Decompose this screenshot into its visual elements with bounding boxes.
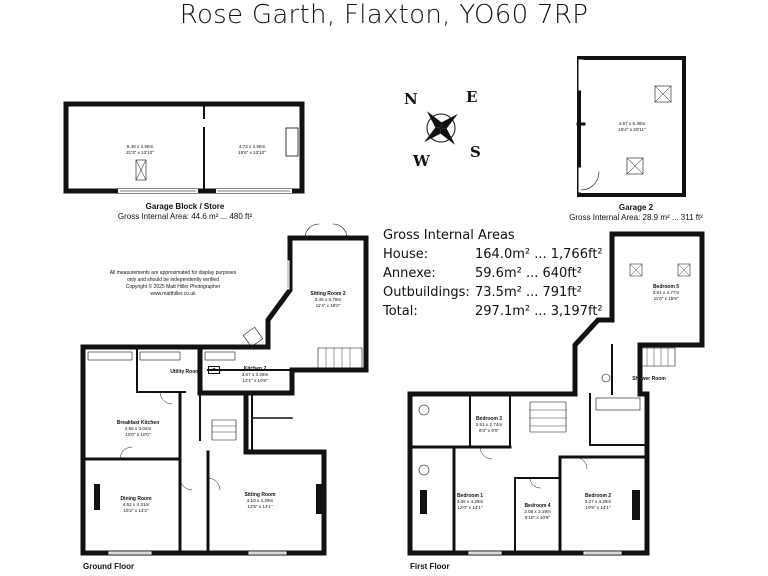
room-dims-metric: 4.10 x 4.29m bbox=[246, 498, 274, 503]
room-dims-imperial: 15'4" x 20'11" bbox=[618, 127, 646, 132]
room-bedroom-4: Bedroom 4 2.08 x 3.19m 6'10" x 10'6" bbox=[515, 503, 560, 521]
area-value: 59.6m² ... 640ft² bbox=[475, 266, 582, 281]
room-dims-imperial: 11'4" x 19'0" bbox=[315, 303, 341, 308]
room-name: Dining Room bbox=[120, 496, 152, 502]
room-name: Bedroom 1 bbox=[456, 493, 484, 499]
gross-areas-table: Gross Internal Areas House: 164.0m² ... … bbox=[383, 226, 618, 321]
room-dims-imperial: 21'3" x 12'10" bbox=[126, 150, 154, 155]
caption-name: Garage 2 bbox=[618, 203, 654, 212]
room-dims-metric: 3.27 x 4.29m bbox=[584, 499, 612, 504]
room-dims-imperial: 15'6" x 12'10" bbox=[238, 150, 266, 155]
area-label: Annexe: bbox=[383, 266, 436, 281]
room-breakfast-kitchen: Breakfast Kitchen 4.58 x 3.02m 15'0" x 1… bbox=[108, 420, 168, 438]
room-dims-metric: 2.08 x 3.19m bbox=[524, 509, 551, 514]
room-utility-room: Utility Room bbox=[165, 369, 205, 375]
garage-block-caption: Garage Block / Store Gross Internal Area… bbox=[90, 202, 280, 222]
room-name: Bedroom 4 bbox=[524, 503, 551, 509]
room-name: Breakfast Kitchen bbox=[116, 420, 160, 426]
room-bedroom-2: Bedroom 2 3.27 x 4.29m 10'9" x 14'1" bbox=[568, 493, 628, 511]
compass-s-label: S bbox=[470, 143, 481, 161]
room-dims-metric: 6.48 x 3.90m bbox=[126, 144, 154, 149]
area-value: 73.5m² ... 791ft² bbox=[475, 285, 582, 300]
room-name: Utility Room bbox=[170, 369, 200, 375]
garage-block-right-room: 4.73 x 3.90m 15'6" x 12'10" bbox=[222, 144, 282, 156]
room-dims-metric: 2.51 x 2.74m bbox=[475, 422, 503, 427]
garage-block-plan bbox=[63, 101, 305, 194]
first-floor-plan bbox=[407, 231, 705, 556]
area-value: 297.1m² ... 3,197ft² bbox=[475, 304, 603, 319]
room-bedroom-5: Bedroom 5 3.51 x 4.77m 11'6" x 15'8" bbox=[636, 284, 696, 302]
room-name: Bedroom 2 bbox=[584, 493, 612, 499]
room-dims-metric: 3.67 x 3.29m bbox=[241, 372, 269, 377]
area-row: Annexe: 59.6m² ... 640ft² bbox=[383, 264, 618, 283]
ground-floor-label: Ground Floor bbox=[83, 562, 135, 571]
room-dims-metric: 3.46 x 5.79m bbox=[314, 297, 342, 302]
room-sitting-room: Sitting Room 4.10 x 4.29m 13'5" x 14'1" bbox=[230, 492, 290, 510]
room-dims-imperial: 13'5" x 14'1" bbox=[247, 504, 273, 509]
first-floor-label: First Floor bbox=[410, 562, 450, 571]
room-name: Bedroom 3 bbox=[475, 416, 503, 422]
compass-w-label: W bbox=[413, 152, 430, 170]
room-name: Sitting Room 2 bbox=[310, 291, 346, 297]
room-dining-room: Dining Room 4.62 x 4.31m 15'2" x 14'2" bbox=[106, 496, 166, 514]
caption-area: Gross Internal Area: 28.9 m² ... 311 ft² bbox=[569, 213, 703, 222]
room-name: Bedroom 5 bbox=[652, 284, 680, 290]
room-name: Sitting Room bbox=[244, 492, 276, 498]
room-dims-imperial: 12'0" x 14'1" bbox=[457, 505, 483, 510]
room-dims-imperial: 15'2" x 14'2" bbox=[123, 508, 149, 513]
disclaimer-line: only and should be independently verifie… bbox=[126, 277, 219, 283]
compass-n-label: N bbox=[404, 90, 418, 108]
room-dims-imperial: 8'3" x 9'0" bbox=[478, 428, 500, 433]
page-title: Rose Garth, Flaxton, YO60 7RP bbox=[179, 0, 589, 30]
room-dims-metric: 3.51 x 4.77m bbox=[652, 290, 680, 295]
room-kitchen-2: Kitchen 2 3.67 x 3.29m 12'1" x 10'8" bbox=[230, 366, 280, 384]
room-shower-room: Shower Room bbox=[624, 376, 674, 382]
room-dims-metric: 3.66 x 4.29m bbox=[456, 499, 484, 504]
area-row: House: 164.0m² ... 1,766ft² bbox=[383, 245, 618, 264]
ground-floor-plan bbox=[80, 223, 369, 556]
boiler-marker: B bbox=[208, 366, 220, 374]
room-dims-imperial: 6'10" x 10'6" bbox=[524, 515, 551, 520]
room-bedroom-1: Bedroom 1 3.66 x 4.29m 12'0" x 14'1" bbox=[440, 493, 500, 511]
disclaimer-note: All measurements are approximated for di… bbox=[88, 270, 258, 298]
room-dims-imperial: 15'0" x 10'0" bbox=[125, 432, 151, 437]
disclaimer-line: Copyright © 2025 Matt Hiller Photographe… bbox=[125, 284, 221, 290]
room-name: Kitchen 2 bbox=[243, 366, 267, 372]
room-bedroom-3: Bedroom 3 2.51 x 2.74m 8'3" x 9'0" bbox=[463, 416, 515, 434]
disclaimer-line: All measurements are approximated for di… bbox=[109, 270, 237, 276]
area-row: Outbuildings: 73.5m² ... 791ft² bbox=[383, 283, 618, 302]
caption-area: Gross Internal Area: 44.6 m² ... 480 ft² bbox=[117, 212, 253, 221]
caption-name: Garage Block / Store bbox=[145, 202, 225, 211]
gross-areas-heading: Gross Internal Areas bbox=[383, 228, 515, 243]
room-sitting-room-2: Sitting Room 2 3.46 x 5.79m 11'4" x 19'0… bbox=[296, 291, 360, 309]
area-label: Outbuildings: bbox=[383, 285, 470, 300]
room-dims-imperial: 10'9" x 14'1" bbox=[585, 505, 611, 510]
room-dims-metric: 4.73 x 3.90m bbox=[238, 144, 266, 149]
room-name: Shower Room bbox=[632, 376, 666, 382]
room-dims-metric: 4.62 x 4.31m bbox=[122, 502, 150, 507]
room-dims-metric: 4.58 x 3.02m bbox=[124, 426, 152, 431]
area-label: House: bbox=[383, 247, 429, 262]
garage-block-left-room: 6.48 x 3.90m 21'3" x 12'10" bbox=[110, 144, 170, 156]
compass-rose-icon bbox=[424, 111, 458, 145]
area-label: Total: bbox=[383, 304, 418, 319]
garage-2-caption: Garage 2 Gross Internal Area: 28.9 m² ..… bbox=[556, 203, 716, 223]
disclaimer-line: www.matthiller.co.uk bbox=[150, 291, 196, 297]
area-value: 164.0m² ... 1,766ft² bbox=[475, 247, 603, 262]
compass-e-label: E bbox=[466, 88, 478, 106]
room-dims-metric: 4.67 x 6.38m bbox=[618, 121, 646, 126]
garage-2-plan bbox=[576, 56, 686, 197]
room-dims-imperial: 11'6" x 15'8" bbox=[653, 296, 679, 301]
area-row: Total: 297.1m² ... 3,197ft² bbox=[383, 302, 618, 321]
room-dims-imperial: 12'1" x 10'8" bbox=[242, 378, 268, 383]
garage-2-room: 4.67 x 6.38m 15'4" x 20'11" bbox=[602, 121, 662, 133]
